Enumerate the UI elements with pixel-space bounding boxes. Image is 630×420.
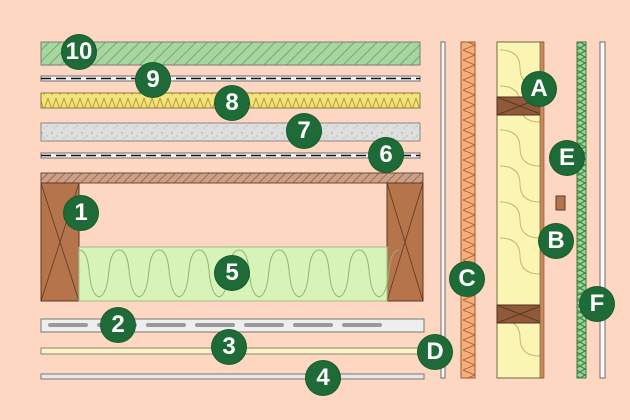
- label-A: A: [522, 72, 556, 106]
- layer-10-green-sheathing: [40, 41, 421, 66]
- label-7: 7: [287, 114, 321, 148]
- label-E: E: [550, 141, 584, 175]
- layer-E-green-sheathing: [576, 41, 587, 379]
- label-9: 9: [136, 63, 170, 97]
- label-10: 10: [62, 35, 96, 69]
- label-F: F: [580, 287, 614, 321]
- label-C: C: [450, 262, 484, 296]
- layer-6-membrane: [40, 152, 421, 159]
- label-1: 1: [64, 196, 98, 230]
- label-B: B: [539, 224, 573, 258]
- layer-decking: [40, 172, 424, 184]
- layer-7-concrete-board: [40, 122, 421, 142]
- label-2: 2: [101, 308, 135, 342]
- layer-D-vertical-membrane: [440, 41, 446, 379]
- label-3: 3: [212, 330, 246, 364]
- label-5: 5: [215, 256, 249, 290]
- label-8: 8: [215, 86, 249, 120]
- label-4: 4: [306, 361, 340, 395]
- layer-B-wood-block: [555, 195, 566, 211]
- label-D: D: [418, 335, 452, 369]
- layer-9-membrane: [40, 75, 421, 82]
- layer-4-ceiling-finish: [40, 373, 425, 380]
- label-6: 6: [369, 138, 403, 172]
- layer-F-exterior-finish: [599, 41, 606, 379]
